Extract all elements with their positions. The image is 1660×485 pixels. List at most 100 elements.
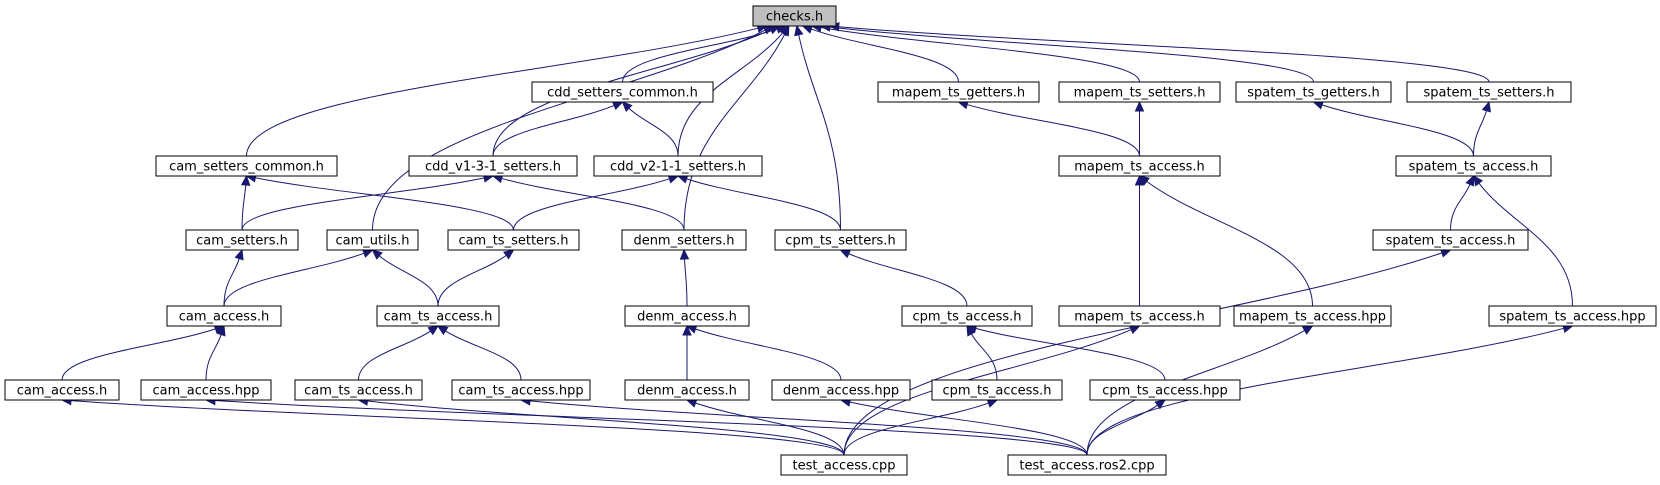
node-box[interactable] (166, 305, 282, 327)
arrow-head-icon (682, 324, 692, 336)
edge-cam-access-h-to-cam-utils-h (223, 248, 374, 307)
node-cpm-ts-access-h[interactable]: cpm_ts_access.h (901, 305, 1033, 327)
node-box[interactable] (771, 379, 911, 401)
node-box[interactable] (621, 229, 747, 251)
node-cpm-ts-access-hpp[interactable]: cpm_ts_access.hpp (1089, 379, 1241, 401)
edge-cam-ts-access-h-to-cam-utils-h (371, 249, 439, 307)
node-box[interactable] (1372, 229, 1529, 251)
edge-denm-access-hpp-to-denm-access-h (685, 324, 842, 381)
node-test-access-ros2-cpp[interactable]: test_access.ros2.cpp (1007, 454, 1167, 476)
node-box[interactable] (451, 379, 591, 401)
edge-spatem-ts-setters-h-to-checks-h (828, 22, 1490, 83)
node-cam-setters-common-h[interactable]: cam_setters_common.h (155, 155, 338, 177)
node-box[interactable] (780, 454, 908, 476)
node-box[interactable] (1089, 379, 1241, 401)
edge-test-access-ros2-cpp-to-cam-access-hpp (204, 395, 1088, 456)
node-box[interactable] (593, 155, 763, 177)
node-cdd-setters-common-h[interactable]: cdd_setters_common.h (531, 81, 714, 103)
node-label: cam_ts_access.h (304, 384, 413, 399)
edge-cam-utils-h-to-checks-h (372, 25, 775, 231)
node-box[interactable] (185, 229, 299, 251)
node-label: cam_setters.h (196, 234, 288, 249)
arrow-head-icon (780, 24, 790, 37)
arrow-head-icon (1154, 399, 1167, 410)
edge-mapem-ts-getters-h-to-checks-h (801, 24, 959, 83)
node-label: spatem_ts_access.h (1409, 160, 1539, 175)
node-mapem-ts-access-h[interactable]: mapem_ts_access.h (1058, 305, 1221, 327)
node-spatem-ts-access-h[interactable]: spatem_ts_access.h (1395, 155, 1552, 177)
node-label: cpm_ts_access.hpp (1102, 384, 1228, 399)
node-box[interactable] (877, 81, 1040, 103)
node-box[interactable] (140, 379, 272, 401)
node-cam-setters-h[interactable]: cam_setters.h (185, 229, 299, 251)
node-box[interactable] (752, 5, 837, 27)
edge-line (223, 258, 240, 307)
node-cam-ts-access-hpp[interactable]: cam_ts_access.hpp (451, 379, 591, 401)
node-box[interactable] (1235, 81, 1392, 103)
node-box[interactable] (1007, 454, 1167, 476)
node-box[interactable] (931, 379, 1063, 401)
arrow-head-icon (1138, 175, 1150, 186)
node-label: spatem_ts_getters.h (1247, 86, 1380, 101)
edge-line (843, 252, 1443, 456)
node-mapem-ts-setters-h[interactable]: mapem_ts_setters.h (1058, 81, 1221, 103)
edge-line (367, 400, 845, 456)
node-box[interactable] (1488, 305, 1657, 327)
node-cam-access-h[interactable]: cam_access.h (4, 379, 120, 401)
node-box[interactable] (1406, 81, 1572, 103)
edge-line (970, 333, 998, 381)
edge-line (358, 330, 431, 381)
node-mapem-ts-access-hpp[interactable]: mapem_ts_access.hpp (1233, 305, 1392, 327)
node-box[interactable] (624, 379, 750, 401)
node-denm-setters-h[interactable]: denm_setters.h (621, 229, 747, 251)
node-spatem-ts-access-h[interactable]: spatem_ts_access.h (1372, 229, 1529, 251)
arrow-head-icon (371, 249, 383, 260)
node-box[interactable] (624, 305, 750, 327)
node-box[interactable] (1058, 81, 1221, 103)
node-cpm-ts-access-h[interactable]: cpm_ts_access.h (931, 379, 1063, 401)
node-box[interactable] (1395, 155, 1552, 177)
node-cam-ts-access-h[interactable]: cam_ts_access.h (294, 379, 423, 401)
edge-cpm-ts-access-h-to-cpm-ts-access-h (966, 324, 998, 381)
node-box[interactable] (1233, 305, 1392, 327)
node-box[interactable] (1058, 305, 1221, 327)
edge-spatem-ts-access-h-to-spatem-ts-access-h (1450, 174, 1475, 231)
node-spatem-ts-getters-h[interactable]: spatem_ts_getters.h (1235, 81, 1392, 103)
node-spatem-ts-setters-h[interactable]: spatem_ts_setters.h (1406, 81, 1572, 103)
edge-spatem-ts-access-h-to-spatem-ts-getters-h (1312, 100, 1474, 157)
node-mapem-ts-access-h[interactable]: mapem_ts_access.h (1058, 155, 1221, 177)
node-cdd-v1-3-1-setters-h[interactable]: cdd_v1-3-1_setters.h (408, 155, 578, 177)
edge-line (1478, 182, 1573, 307)
node-denm-access-h[interactable]: denm_access.h (624, 305, 750, 327)
node-box[interactable] (901, 305, 1033, 327)
node-box[interactable] (4, 379, 120, 401)
node-box[interactable] (408, 155, 578, 177)
node-box[interactable] (1058, 155, 1221, 177)
edge-line (529, 400, 1088, 456)
node-cam-ts-access-h[interactable]: cam_ts_access.h (376, 305, 500, 327)
node-denm-access-hpp[interactable]: denm_access.hpp (771, 379, 911, 401)
node-denm-access-h[interactable]: denm_access.h (624, 379, 750, 401)
node-box[interactable] (447, 229, 580, 251)
arrow-head-icon (503, 249, 515, 260)
node-test-access-cpp[interactable]: test_access.cpp (780, 454, 908, 476)
node-box[interactable] (294, 379, 423, 401)
node-box[interactable] (376, 305, 500, 327)
node-cdd-v2-1-1-setters-h[interactable]: cdd_v2-1-1_setters.h (593, 155, 763, 177)
edge-line (1146, 181, 1313, 307)
node-label: cam_access.h (179, 310, 269, 325)
edge-line (501, 177, 685, 231)
node-cam-utils-h[interactable]: cam_utils.h (326, 229, 419, 251)
node-spatem-ts-access-hpp[interactable]: spatem_ts_access.hpp (1488, 305, 1657, 327)
node-box[interactable] (774, 229, 907, 251)
node-box[interactable] (326, 229, 419, 251)
node-cam-access-hpp[interactable]: cam_access.hpp (140, 379, 272, 401)
node-cam-ts-setters-h[interactable]: cam_ts_setters.h (447, 229, 580, 251)
node-cam-access-h[interactable]: cam_access.h (166, 305, 282, 327)
node-mapem-ts-getters-h[interactable]: mapem_ts_getters.h (877, 81, 1040, 103)
node-cpm-ts-setters-h[interactable]: cpm_ts_setters.h (774, 229, 907, 251)
node-checks-h[interactable]: checks.h (752, 5, 837, 27)
node-label: denm_access.h (637, 310, 737, 325)
node-box[interactable] (531, 81, 714, 103)
node-box[interactable] (155, 155, 338, 177)
